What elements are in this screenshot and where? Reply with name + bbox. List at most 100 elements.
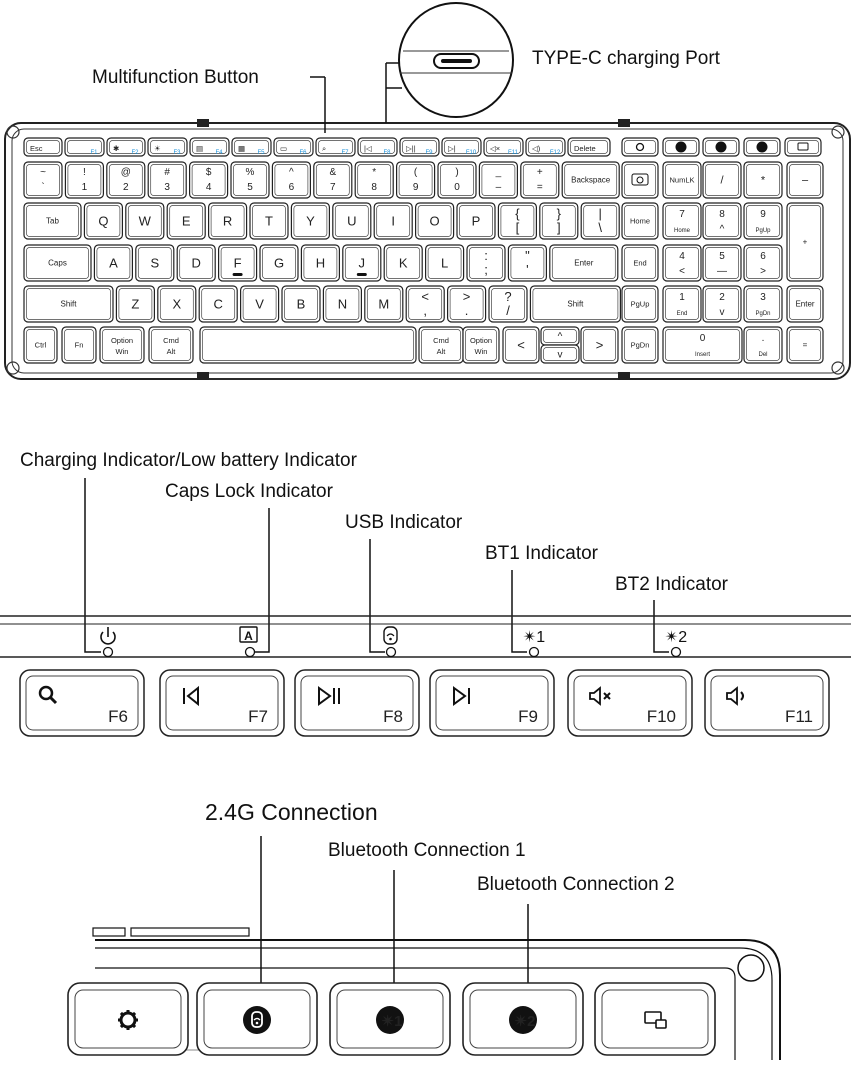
- key-blank[interactable]: |\: [580, 202, 620, 240]
- key-5[interactable]: %5: [230, 161, 270, 199]
- key-1[interactable]: !1: [64, 161, 105, 199]
- key-r[interactable]: R: [208, 202, 248, 240]
- key-n[interactable]: N: [322, 285, 362, 323]
- key-j[interactable]: J: [342, 244, 382, 282]
- key-9[interactable]: (9: [396, 161, 436, 199]
- key-usb-24g[interactable]: [196, 982, 318, 1056]
- key-f10[interactable]: ▷|F10: [441, 137, 482, 157]
- key-fn[interactable]: Fn: [61, 326, 97, 364]
- key-numpad-6[interactable]: 6>: [743, 244, 783, 282]
- key-x[interactable]: X: [157, 285, 197, 323]
- key-v[interactable]: V: [240, 285, 280, 323]
- key-blank[interactable]: [199, 326, 417, 364]
- key-ctrl[interactable]: Ctrl: [23, 326, 58, 364]
- key-delete[interactable]: Delete: [567, 137, 611, 157]
- key-blank[interactable]: <: [502, 326, 540, 364]
- key-shift[interactable]: Shift: [23, 285, 114, 323]
- key-f5[interactable]: ▦F5: [231, 137, 272, 157]
- key-f11[interactable]: ◁×F11: [483, 137, 524, 157]
- key-bluetooth-1[interactable]: [702, 137, 740, 157]
- key-bluetooth-2[interactable]: [743, 137, 781, 157]
- key-enter[interactable]: Enter: [549, 244, 619, 282]
- key-v[interactable]: v: [540, 344, 580, 364]
- key-screen-lock[interactable]: [784, 137, 822, 157]
- key-blank[interactable]: ^: [540, 326, 580, 346]
- key-enter[interactable]: Enter: [786, 285, 824, 323]
- key-f7[interactable]: ⌕F7: [315, 137, 356, 157]
- key-blank[interactable]: >: [580, 326, 619, 364]
- key-i[interactable]: I: [373, 202, 413, 240]
- key-caps[interactable]: Caps: [23, 244, 92, 282]
- key-2[interactable]: @2: [106, 161, 146, 199]
- key-h[interactable]: H: [300, 244, 340, 282]
- key-usb-24g[interactable]: [662, 137, 700, 157]
- key-f10[interactable]: F10: [567, 669, 693, 737]
- key-blank[interactable]: *: [743, 161, 783, 199]
- key-blank[interactable]: <,: [405, 285, 445, 323]
- key-f11[interactable]: F11: [704, 669, 830, 737]
- key-u[interactable]: U: [332, 202, 372, 240]
- key-d[interactable]: D: [176, 244, 216, 282]
- key-f4[interactable]: ▤F4: [189, 137, 230, 157]
- key-numpad-2[interactable]: 2v: [702, 285, 742, 323]
- key-blank[interactable]: =: [786, 326, 824, 364]
- key-gear[interactable]: [621, 137, 659, 157]
- key-b[interactable]: B: [281, 285, 321, 323]
- key-numpad-4[interactable]: 4<: [662, 244, 702, 282]
- key-8[interactable]: *8: [354, 161, 394, 199]
- key-home[interactable]: Home: [621, 202, 659, 240]
- key-blank[interactable]: +=: [520, 161, 560, 199]
- key-pgup[interactable]: PgUp: [621, 285, 659, 323]
- key-m[interactable]: M: [364, 285, 404, 323]
- key-f2[interactable]: ✱F2: [106, 137, 146, 157]
- key-a[interactable]: A: [93, 244, 134, 282]
- key-q[interactable]: Q: [83, 202, 124, 240]
- key-blank[interactable]: ?/: [488, 285, 528, 323]
- key-numlk[interactable]: NumLK: [662, 161, 702, 199]
- key-f[interactable]: F: [218, 244, 258, 282]
- key-blank[interactable]: _–: [478, 161, 518, 199]
- key-z[interactable]: Z: [115, 285, 156, 323]
- key-esc[interactable]: Esc: [23, 137, 63, 157]
- key-blank[interactable]: "': [507, 244, 547, 282]
- key-screen-lock[interactable]: [594, 982, 716, 1056]
- key-3[interactable]: #3: [147, 161, 187, 199]
- key-blank[interactable]: –: [786, 161, 824, 199]
- key-4[interactable]: $4: [189, 161, 229, 199]
- key-blank[interactable]: {[: [497, 202, 537, 240]
- key-blank[interactable]: >.: [447, 285, 487, 323]
- key-blank[interactable]: }]: [539, 202, 579, 240]
- key-backspace[interactable]: Backspace: [561, 161, 620, 199]
- key-bluetooth-1[interactable]: ✴1: [329, 982, 451, 1056]
- key-t[interactable]: T: [249, 202, 289, 240]
- key-blank[interactable]: /: [702, 161, 742, 199]
- key-l[interactable]: L: [425, 244, 465, 282]
- key-shift[interactable]: Shift: [529, 285, 622, 323]
- key-tab[interactable]: Tab: [23, 202, 82, 240]
- key-f1[interactable]: F1: [64, 137, 105, 157]
- key-s[interactable]: S: [135, 244, 175, 282]
- key-gear[interactable]: [67, 982, 189, 1056]
- key-f3[interactable]: ☀F3: [147, 137, 188, 157]
- key-6[interactable]: ^6: [271, 161, 311, 199]
- key-y[interactable]: Y: [290, 202, 330, 240]
- key-blank[interactable]: +: [786, 202, 824, 282]
- key-f6[interactable]: ▭F6: [273, 137, 314, 157]
- key-f8[interactable]: |◁F8: [357, 137, 398, 157]
- key-numpad-5[interactable]: 5—: [702, 244, 742, 282]
- key-f8[interactable]: F8: [294, 669, 420, 737]
- key-g[interactable]: G: [259, 244, 299, 282]
- key-bluetooth-2[interactable]: ✴2: [462, 982, 584, 1056]
- key-7[interactable]: &7: [313, 161, 353, 199]
- key-numpad-blank[interactable]: .Del: [743, 326, 783, 364]
- key-k[interactable]: K: [383, 244, 423, 282]
- key-blank[interactable]: ~`: [23, 161, 63, 199]
- key-numpad-8[interactable]: 8^: [702, 202, 742, 240]
- key-0[interactable]: )0: [437, 161, 477, 199]
